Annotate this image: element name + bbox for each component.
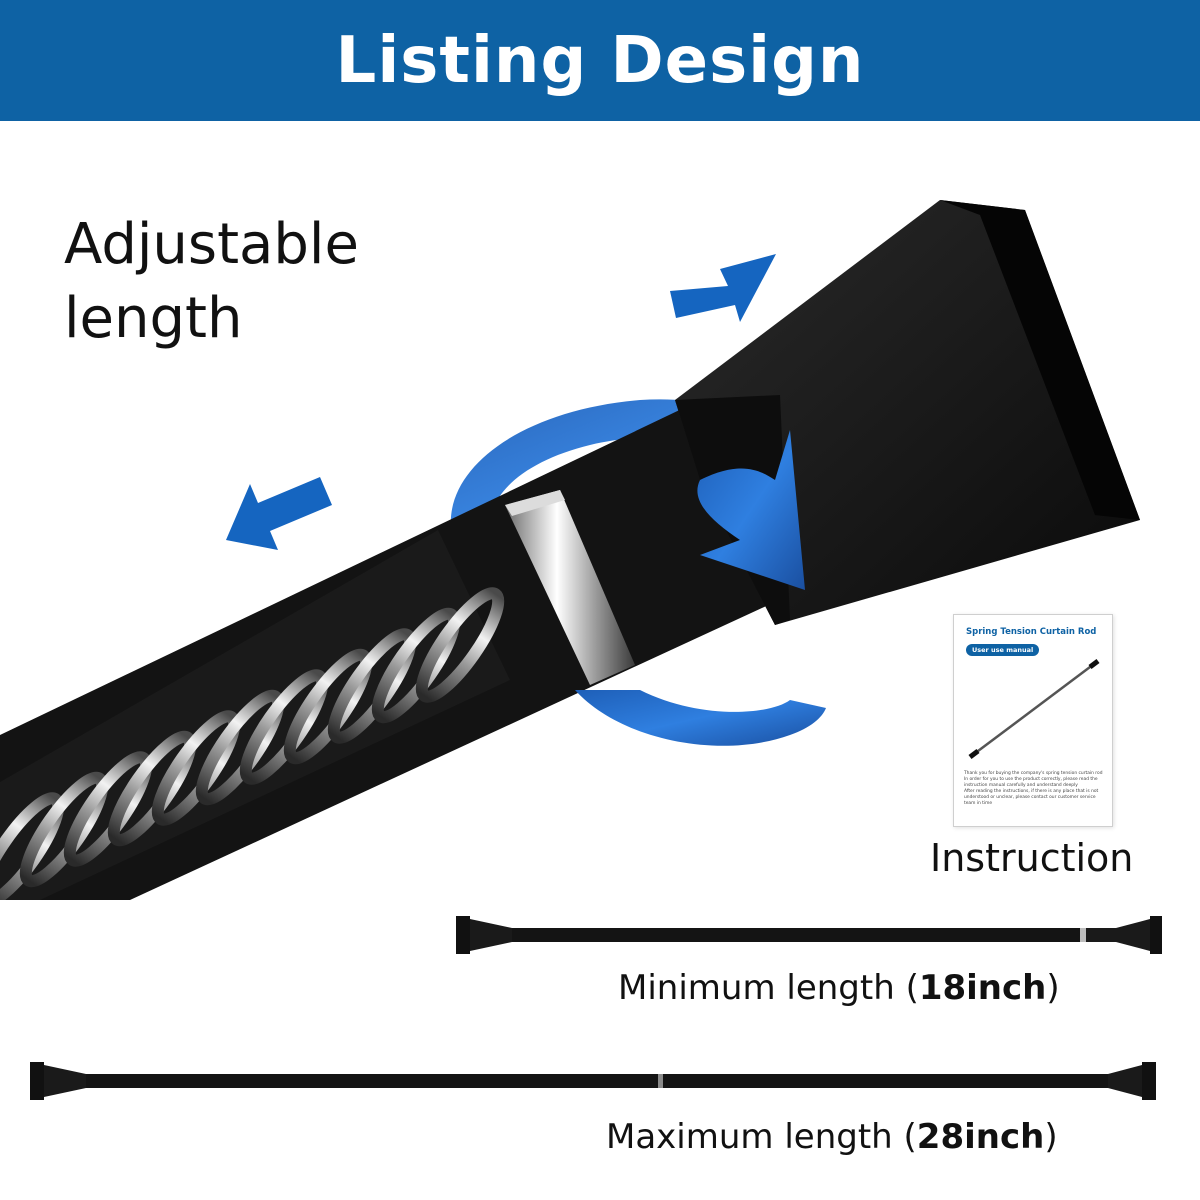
maximum-length-value: 28inch — [916, 1117, 1045, 1157]
maximum-close-paren: ) — [1044, 1117, 1058, 1157]
metal-ring — [505, 490, 635, 685]
minimum-length-label: Minimum length — [618, 968, 895, 1008]
minimum-length-rod — [456, 916, 1162, 954]
arrow-right-icon — [670, 254, 776, 322]
manual-note: After reading the instructions, if there… — [964, 789, 1099, 806]
maximum-open-paren: ( — [903, 1117, 917, 1157]
minimum-length-value: 18inch — [918, 968, 1047, 1008]
maximum-length-rod — [30, 1062, 1156, 1100]
header-title: Listing Design — [335, 23, 865, 98]
instruction-manual: Spring Tension Curtain Rod User use manu… — [953, 614, 1113, 827]
maximum-length-label: Maximum length — [606, 1117, 893, 1157]
instruction-caption: Instruction — [930, 836, 1134, 880]
manual-notes: Thank you for buying the company's sprin… — [964, 771, 1106, 807]
maximum-length-caption: Maximum length (28inch) — [606, 1117, 1058, 1157]
manual-badge: User use manual — [966, 644, 1040, 656]
manual-rod-icon — [968, 659, 1100, 759]
header-banner: Listing Design — [0, 0, 1200, 121]
minimum-length-caption: Minimum length (18inch) — [618, 968, 1060, 1008]
arrow-left-icon — [226, 477, 332, 550]
manual-title: Spring Tension Curtain Rod — [966, 627, 1097, 637]
spring-coil — [415, 587, 505, 703]
feature-title: Adjustable length — [64, 212, 359, 351]
minimum-close-paren: ) — [1046, 968, 1060, 1008]
rod-closeup-illustration — [0, 200, 1140, 900]
manual-note: In order for you to use the product corr… — [964, 777, 1098, 788]
rotate-arrow-front — [575, 430, 826, 746]
minimum-open-paren: ( — [905, 968, 919, 1008]
spring-window — [0, 530, 510, 900]
manual-note: Thank you for buying the company's sprin… — [964, 771, 1103, 776]
